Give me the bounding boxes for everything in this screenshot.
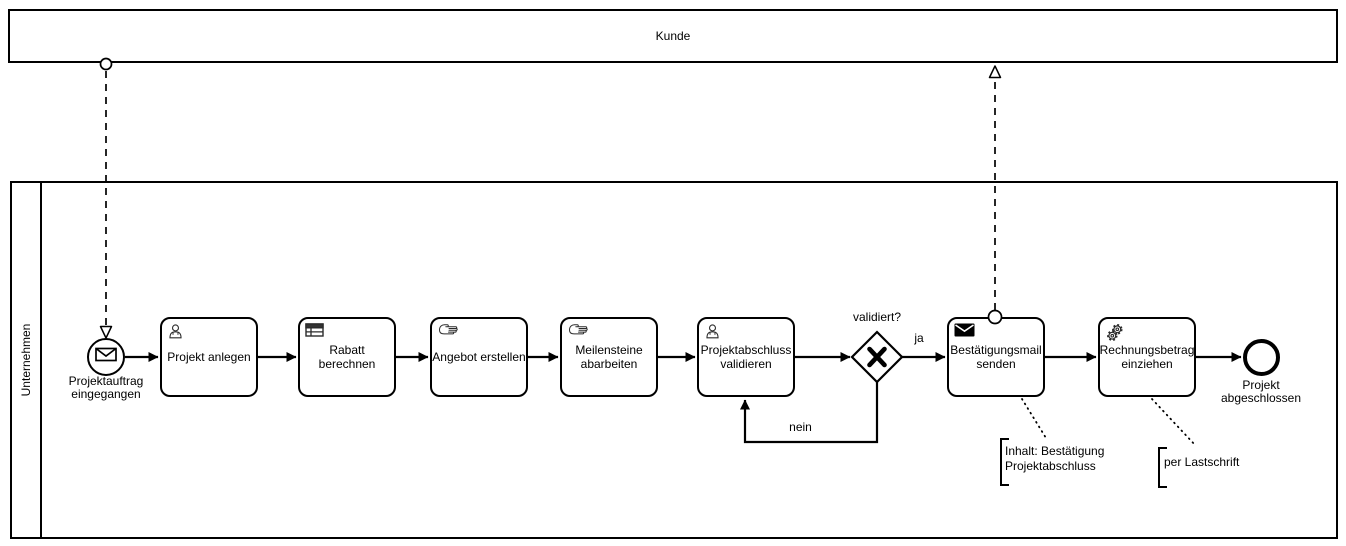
user-icon [704, 323, 721, 344]
task-label: Rechnungsbetrag einziehen [1099, 343, 1195, 371]
task-label: Angebot erstellen [432, 350, 526, 364]
pool-company-label-band: Unternehmen [12, 183, 42, 537]
user-icon [167, 323, 184, 344]
pool-customer-label: Kunde [655, 29, 691, 43]
service-gears-icon [1105, 323, 1125, 348]
task-label: Rabatt berechnen [318, 343, 376, 371]
task-meilensteine-abarbeiten[interactable]: Meilensteine abarbeiten [560, 317, 658, 397]
task-angebot-erstellen[interactable]: Angebot erstellen [430, 317, 528, 397]
task-projektabschluss-validieren[interactable]: Projektabschluss validieren [697, 317, 795, 397]
message-envelope-icon [95, 347, 117, 367]
flow-label-ja: ja [914, 331, 924, 345]
task-rechnungsbetrag-einziehen[interactable]: Rechnungsbetrag einziehen [1098, 317, 1196, 397]
end-event-label: Projekt abgeschlossen [1220, 378, 1302, 405]
text-annotation-bestaetigung[interactable]: Inhalt: Bestätigung Projektabschluss [1005, 444, 1105, 473]
start-event-label: Projektauftrag eingegangen [68, 374, 144, 401]
task-label: Bestätigungsmail senden [950, 343, 1042, 371]
task-rabatt-berechnen[interactable]: Rabatt berechnen [298, 317, 396, 397]
text-annotation-lastschrift[interactable]: per Lastschrift [1164, 455, 1240, 469]
task-label: Meilensteine abarbeiten [575, 343, 643, 371]
gateway-label: validiert? [852, 310, 902, 324]
end-event[interactable] [1243, 339, 1280, 376]
pool-company-label: Unternehmen [19, 323, 33, 397]
task-bestaetigungsmail-senden[interactable]: Bestätigungsmail senden [947, 317, 1045, 397]
flow-label-nein: nein [789, 420, 812, 434]
manual-hand-icon [437, 323, 459, 342]
send-message-icon [954, 323, 975, 342]
task-label: Projekt anlegen [167, 350, 251, 364]
task-label: Projektabschluss validieren [700, 343, 792, 371]
pool-customer[interactable]: Kunde [8, 9, 1338, 63]
start-event-message[interactable] [87, 338, 125, 376]
business-rule-table-icon [305, 323, 324, 342]
task-projekt-anlegen[interactable]: Projekt anlegen [160, 317, 258, 397]
manual-hand-icon [567, 323, 589, 342]
